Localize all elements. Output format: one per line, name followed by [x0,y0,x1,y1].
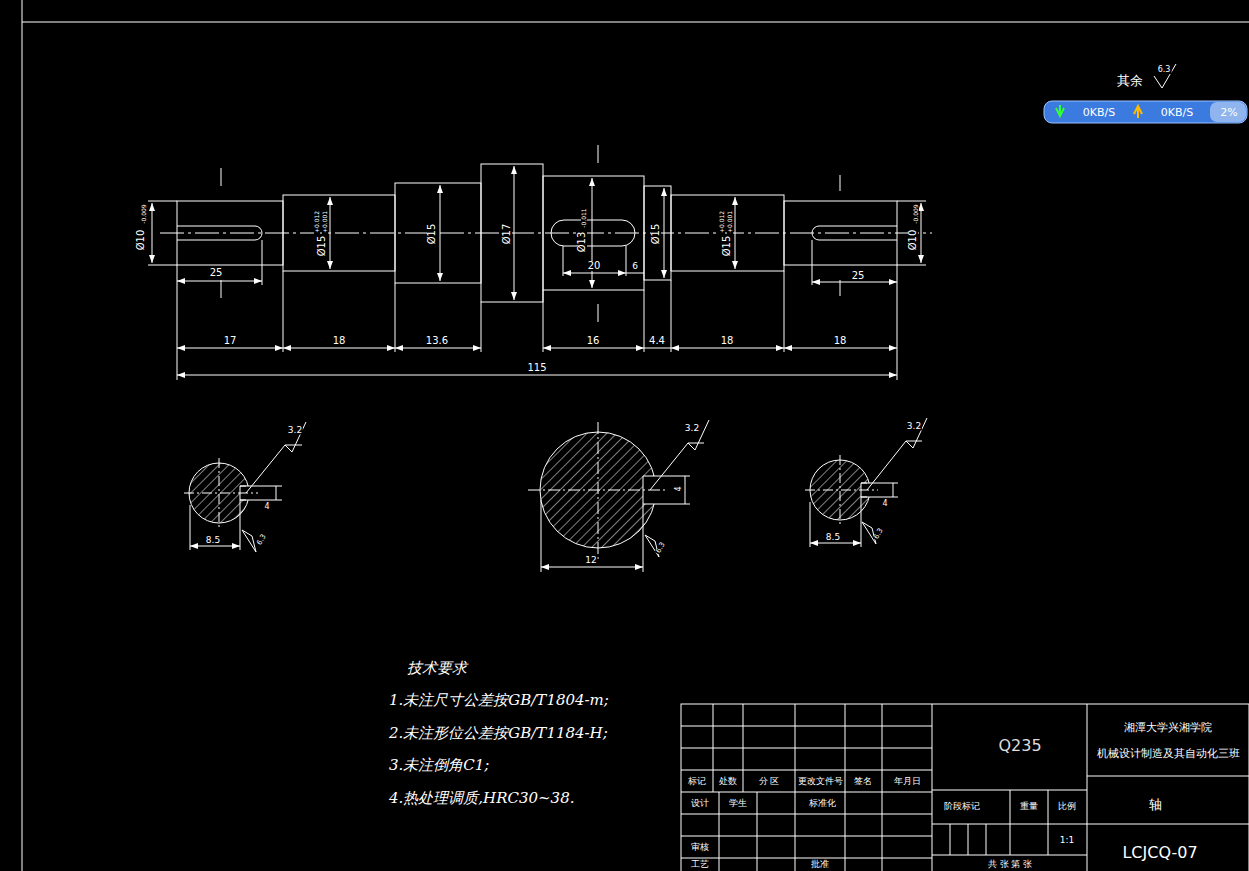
dimension-label: 其余 [1116,74,1144,87]
dimension-label: 16 [586,336,601,346]
note-text: 1.未注尺寸公差按GB/T1804-m; [388,693,610,708]
title-block-cell: LCJCQ-07 [1121,845,1198,861]
title-block-cell: 分 区 [758,777,781,786]
note-text: 技术要求 [406,661,468,676]
dimension-label: -0.009 [913,203,919,224]
dimension-label: Ø13 [577,231,587,254]
dimension-label: 18 [332,336,347,346]
title-block-cell: 更改文件号 [797,777,844,786]
title-block-cell: 批准 [810,860,830,869]
dimension-label: 0KB/S [1082,107,1116,118]
dimension-label: 20 [587,261,602,271]
dimension-label: 18 [833,336,848,346]
title-block-cell: 签名 [853,777,873,786]
dimension-label: 17 [223,336,238,346]
title-block-cell: 共 张 第 张 [987,860,1034,869]
title-block-cell: 工艺 [690,860,710,869]
title-block-cell: Q235 [997,738,1042,754]
title-block-cell: 标准化 [808,799,837,808]
title-block-cell: 标记 [687,777,707,786]
title-block-cell: 重量 [1019,802,1039,811]
dimension-label: Ø15 [722,235,732,258]
title-block-cell: 1:1 [1059,836,1075,845]
dimension-label: 4 [675,485,683,492]
dimension-label: 18 [720,336,735,346]
dimension-label: 6.3 [655,541,668,556]
title-block-cell: 设计 [690,799,710,808]
dimension-label: Ø15 [427,223,437,246]
dimension-label: 0KB/S [1160,107,1194,118]
dimension-label: Ø10 [136,229,146,252]
dimension-label: 6 [631,262,639,271]
title-block-cell: 比例 [1057,802,1077,811]
dimension-label: Ø15 [317,235,327,258]
dimension-label: 3.2 [684,424,700,433]
title-block-cell: 学生 [728,799,748,808]
dimension-label: +0.001 [727,210,733,234]
title-block-cell: 审核 [690,843,710,852]
title-block-cell: 处数 [718,777,738,786]
dimension-label: 13.6 [425,336,449,346]
dimension-label: 6.3 [256,533,269,548]
note-text: 2.未注形位公差按GB/T1184-H; [388,726,609,741]
dimension-label: 8.5 [825,533,841,542]
dimension-label: 8.5 [205,536,221,545]
dimension-label: 25 [209,268,224,278]
title-block-cell: 阶段标记 [943,802,981,811]
dimension-label: 4.4 [648,336,666,346]
dimension-label: 6.3 [1157,66,1172,74]
dimension-label: -0.009 [141,203,147,224]
dimension-label: -0.011 [581,207,587,228]
dimension-label: 3.2 [906,422,922,431]
dimension-label: 3.2 [287,426,303,435]
title-block-cell: 轴 [1148,798,1163,811]
title-block-cell: 湘潭大学兴湘学院 [1123,722,1213,733]
dimension-label: 12 [584,556,597,565]
dimension-label: +0.012 [719,210,725,234]
dimension-label: 6.3 [873,527,886,542]
dimension-label: 25 [851,271,866,281]
dimension-label: +0.001 [322,210,328,234]
dimension-label: Ø17 [502,223,512,246]
note-text: 3.未注倒角C1; [388,758,490,773]
dimension-label: Ø15 [651,223,661,246]
dimension-label: 2% [1219,107,1238,118]
dimension-label: 4 [263,503,270,511]
dimension-label: +0.012 [314,210,320,234]
title-block-cell: 年月日 [893,777,922,786]
dimension-label: Ø10 [908,229,918,252]
dimension-label: 115 [526,363,547,373]
note-text: 4.热处理调质,HRC30~38. [388,791,575,806]
network-widget [1044,101,1247,123]
title-block-cell: 机械设计制造及其自动化三班 [1096,748,1241,759]
dimension-label: 4 [881,500,888,508]
